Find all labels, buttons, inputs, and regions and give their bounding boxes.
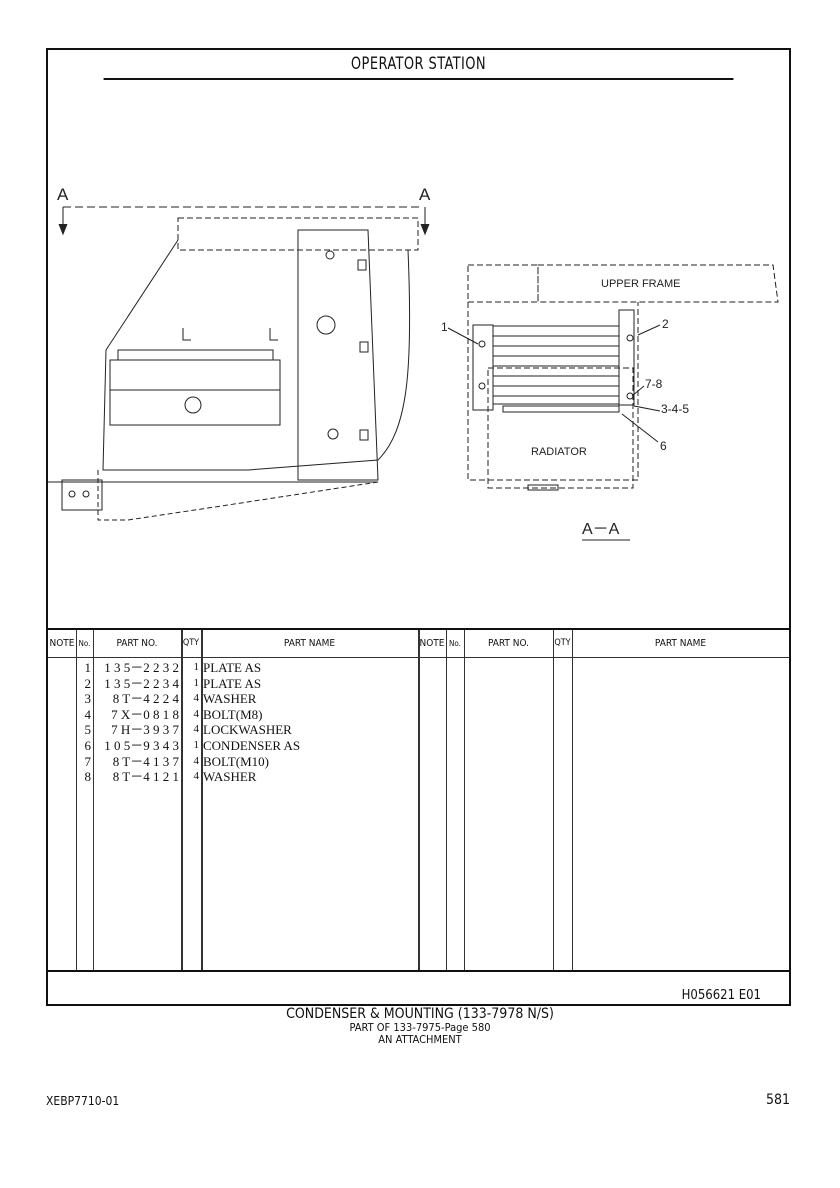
caption-part-of: PART OF 133-7975-Page 580 <box>349 1021 491 1034</box>
header-part-name: PART NAME <box>201 630 418 658</box>
caption-title: CONDENSER & MOUNTING (133-7978 N/S) <box>286 1006 554 1022</box>
part-name: WASHER <box>203 769 257 785</box>
part-name: CONDENSER AS <box>203 738 301 753</box>
quantity: 4 <box>193 692 200 705</box>
header-no-2: No. <box>446 630 464 658</box>
part-name: BOLT(M8) <box>203 706 263 722</box>
row-number: 8 <box>84 769 92 785</box>
callouts <box>447 324 661 443</box>
section-marker-left: A <box>57 185 69 204</box>
header-part-no: PART NO. <box>93 630 181 658</box>
quantity: 1 <box>193 739 200 751</box>
part-name: WASHER <box>203 691 257 707</box>
quantity: 4 <box>193 770 200 783</box>
part-number: 8 T－4 1 3 7 <box>112 753 179 769</box>
document-id: XEBP7710-01 <box>46 1094 120 1108</box>
header-no: No. <box>76 630 93 658</box>
row-number: 1 <box>84 660 92 675</box>
page-number: 581 <box>765 1092 790 1108</box>
section-aa-drawing <box>467 264 779 491</box>
caption-attachment: AN ATTACHMENT <box>378 1033 462 1046</box>
parts-page-frame: OPERATOR STATION A A <box>46 48 791 1006</box>
section-marker-right: A <box>419 185 431 204</box>
row-number: 3 <box>84 691 92 707</box>
callout-1: 1 <box>441 320 448 334</box>
part-name: LOCKWASHER <box>203 722 292 738</box>
section-view-label: A－A <box>582 521 620 538</box>
parts-table: NOTE No. PART NO. QTY PART NAME NOTE No.… <box>48 628 789 972</box>
callout-6: 6 <box>660 439 667 453</box>
section-line <box>58 206 430 236</box>
row-number: 7 <box>84 753 92 769</box>
part-name: PLATE AS <box>203 675 262 691</box>
quantity: 1 <box>193 676 200 689</box>
header-part-name-2: PART NAME <box>572 630 789 658</box>
part-name: BOLT(M10) <box>203 753 269 769</box>
parts-illustration: A A <box>48 185 779 541</box>
row-number: 2 <box>84 675 92 691</box>
part-number: 8 T－4 1 2 1 <box>112 769 179 785</box>
row-number: 5 <box>84 722 92 738</box>
header-note-2: NOTE <box>418 630 446 658</box>
callout-3-4-5: 3-4-5 <box>661 402 689 416</box>
part-number: 1 3 5－2 2 3 4 <box>104 675 179 691</box>
quantity: 4 <box>193 754 200 767</box>
condenser-core <box>492 325 620 413</box>
page-title: OPERATOR STATION <box>103 50 734 80</box>
radiator-label: RADIATOR <box>531 446 587 458</box>
part-number: 7 H－3 9 3 7 <box>111 722 179 738</box>
part-number: 8 T－4 2 2 4 <box>112 691 179 707</box>
header-part-no-2: PART NO. <box>464 630 553 658</box>
part-number: 1 0 5－9 3 4 3 <box>104 738 179 753</box>
callout-2: 2 <box>662 317 669 331</box>
quantity: 1 <box>193 661 200 673</box>
quantity: 4 <box>193 723 200 736</box>
row-number: 4 <box>84 706 92 722</box>
side-view-drawing <box>48 217 419 521</box>
quantity: 4 <box>193 707 200 720</box>
illustration-code: H056621 E01 <box>681 988 761 1003</box>
part-number: 1 3 5－2 2 3 2 <box>104 660 179 675</box>
callout-7-8: 7-8 <box>645 377 663 391</box>
part-number: 7 X－0 8 1 8 <box>111 706 179 722</box>
upper-frame-label: UPPER FRAME <box>601 278 680 290</box>
part-name: PLATE AS <box>203 660 262 675</box>
row-number: 6 <box>84 738 92 753</box>
header-qty: QTY <box>181 630 201 658</box>
header-note: NOTE <box>48 630 76 658</box>
header-qty-2: QTY <box>553 630 572 658</box>
